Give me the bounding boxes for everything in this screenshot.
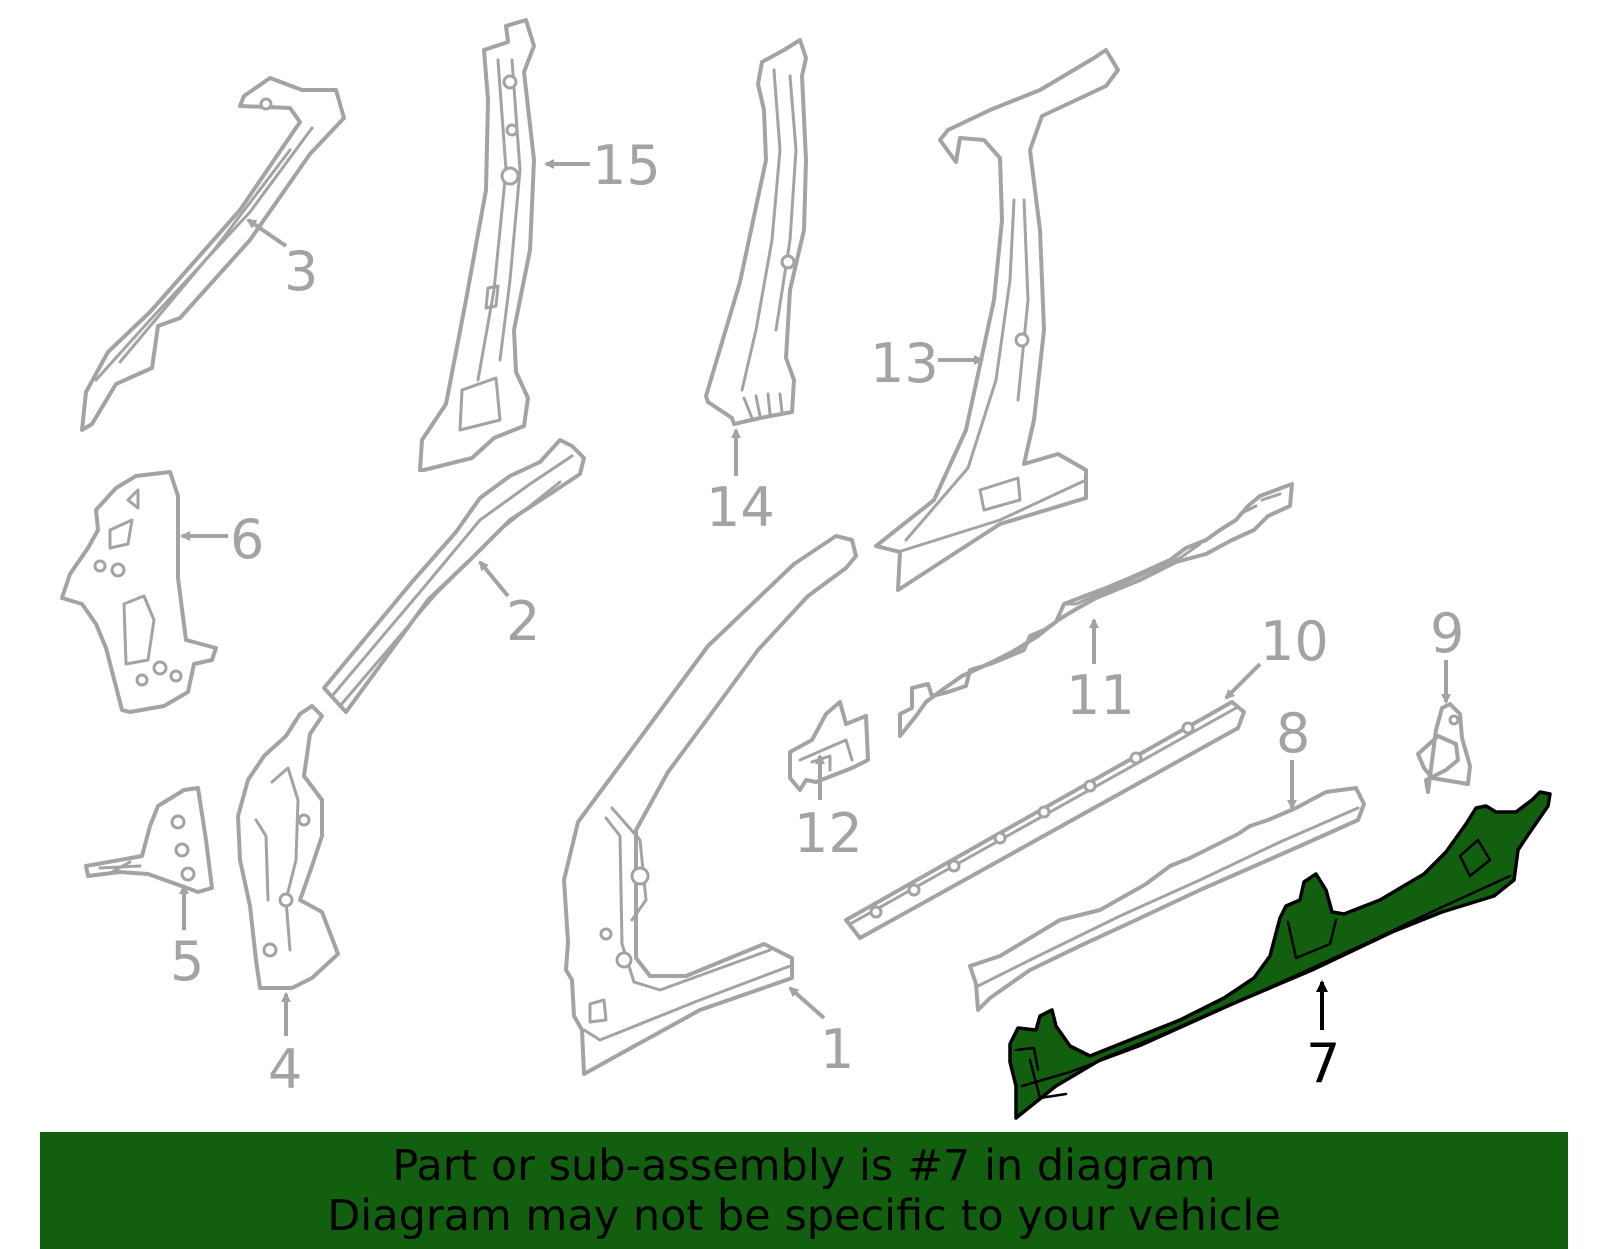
callout-6: 6 (230, 508, 264, 571)
part-1-body-side (562, 534, 858, 1076)
callout-2: 2 (506, 590, 540, 653)
banner-line-2: Diagram may not be specific to your vehi… (327, 1191, 1281, 1241)
callout-1: 1 (820, 1018, 854, 1081)
callout-9: 9 (1430, 602, 1464, 665)
callout-11: 11 (1066, 664, 1135, 727)
banner-line-1: Part or sub-assembly is #7 in diagram (392, 1141, 1216, 1191)
part-2-rail (322, 438, 586, 714)
part-13-b-pillar (874, 48, 1120, 592)
leader-1 (788, 986, 826, 1020)
callout-15: 15 (592, 134, 661, 197)
leader-10 (1224, 662, 1262, 700)
callout-10: 10 (1260, 610, 1329, 673)
callout-3: 3 (284, 240, 318, 303)
part-5-gusset (84, 786, 214, 894)
callout-7: 7 (1306, 1032, 1340, 1095)
leader-3 (246, 218, 288, 248)
part-7-rocker-outer-highlighted (1008, 790, 1552, 1120)
leader-2 (478, 560, 510, 598)
callout-4: 4 (268, 1038, 302, 1101)
part-12-bracket (788, 700, 870, 792)
part-10-stiffener (844, 700, 1246, 940)
callout-14: 14 (706, 476, 775, 539)
callout-13: 13 (870, 332, 939, 395)
part-6-bracket (60, 470, 218, 714)
info-banner: Part or sub-assembly is #7 in diagram Di… (40, 1132, 1568, 1249)
callout-8: 8 (1276, 702, 1310, 765)
part-8-rocker-inner (968, 786, 1366, 1012)
part-11-rocker-reinf (898, 482, 1294, 738)
part-15-pillar (418, 18, 536, 472)
part-3-roof-rail (80, 76, 346, 432)
callout-12: 12 (794, 802, 863, 865)
callout-5: 5 (170, 930, 204, 993)
part-14-b-pillar-reinf (704, 38, 808, 426)
part-4-hinge-pillar (236, 704, 340, 990)
part-9-clip (1416, 702, 1472, 794)
